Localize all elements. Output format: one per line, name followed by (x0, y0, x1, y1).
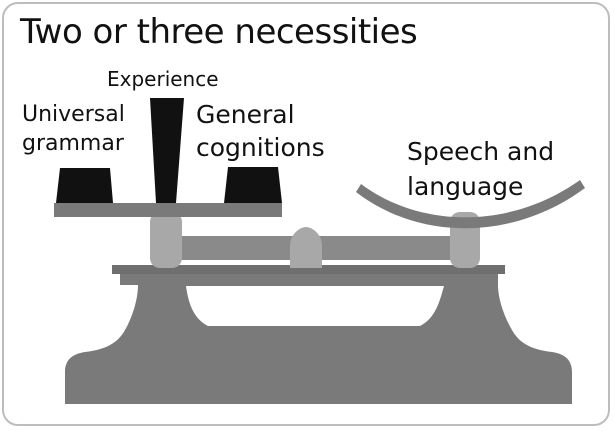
general-cognitions-weight (224, 167, 282, 203)
speech-language-label: Speech and language (407, 134, 554, 204)
universal-grammar-label-line2: grammar (22, 131, 124, 156)
general-cognitions-label-line1: General (196, 100, 295, 129)
general-cognitions-label: General cognitions (196, 98, 325, 164)
experience-label: Experience (107, 67, 219, 91)
experience-weight (150, 98, 184, 203)
speech-language-label-line1: Speech and (407, 137, 555, 166)
left-platform (54, 203, 282, 217)
speech-language-label-line2: language (407, 172, 524, 201)
general-cognitions-label-line2: cognitions (196, 133, 325, 162)
universal-grammar-weight (56, 168, 113, 203)
scale-base-top (112, 265, 505, 274)
scale-base-window (186, 286, 444, 326)
universal-grammar-label-line1: Universal (22, 102, 125, 127)
right-pan (356, 180, 585, 229)
diagram-title: Two or three necessities (20, 12, 418, 52)
center-knob (290, 227, 322, 268)
left-pillar (150, 212, 182, 268)
universal-grammar-label: Universal grammar (22, 100, 125, 158)
